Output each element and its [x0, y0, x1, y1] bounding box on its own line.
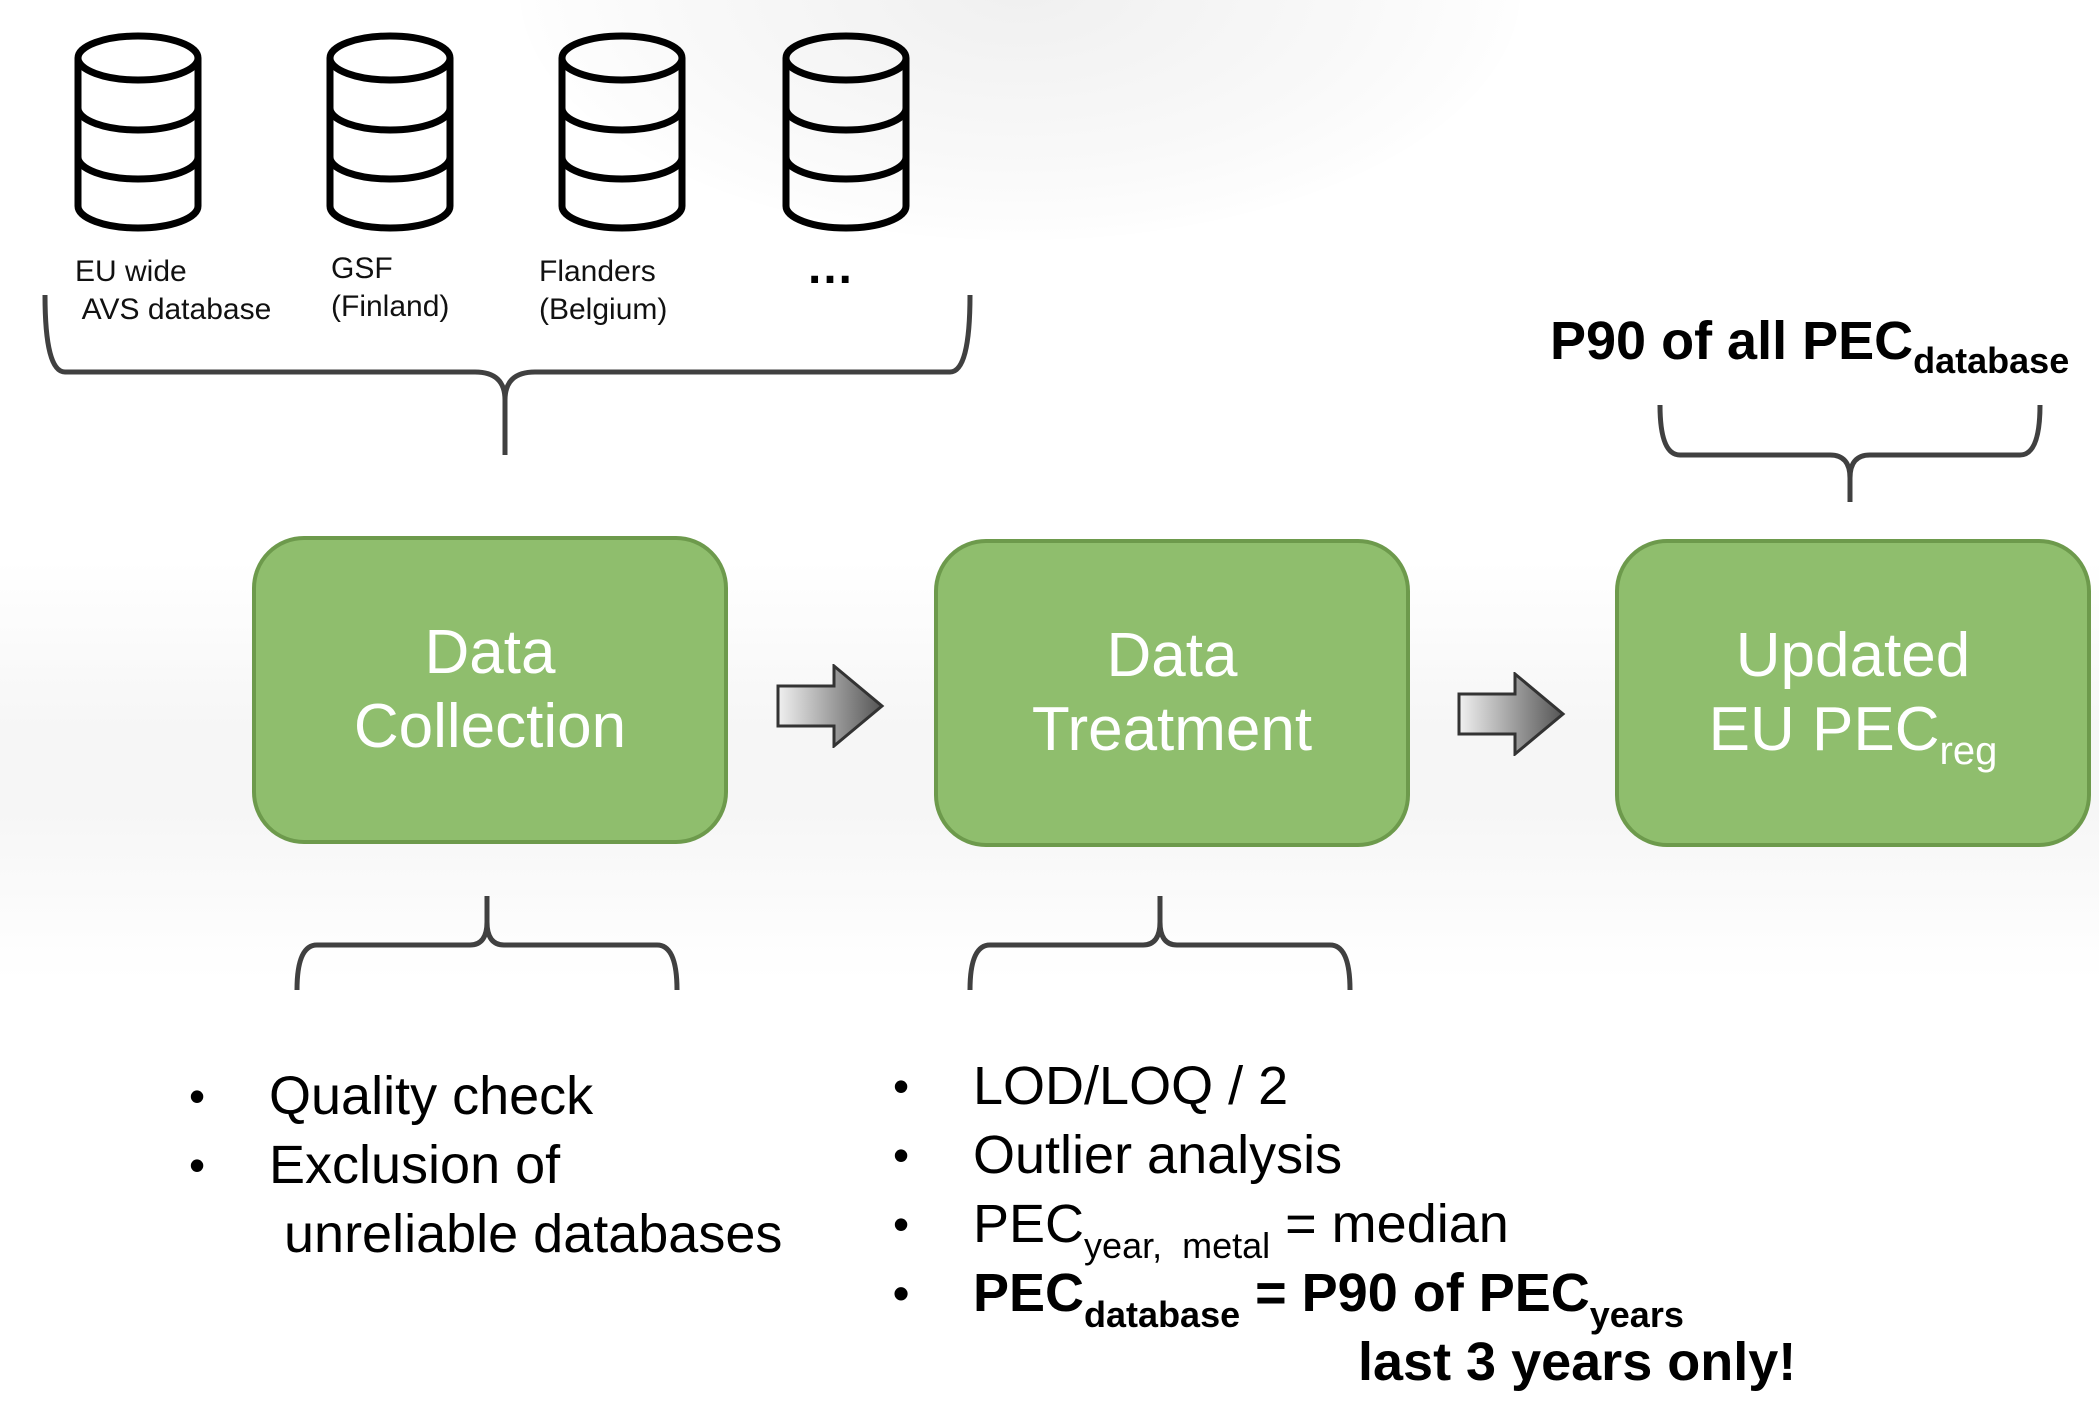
treatment-steps-list: LOD/LOQ / 2 Outlier analysis PECyear, me…: [893, 1052, 1796, 1397]
database-icon: [782, 32, 910, 232]
stage-line2: Collection: [353, 692, 627, 761]
output-bracket: [1657, 404, 2043, 502]
stage-line2: EU PECreg: [1708, 695, 1998, 773]
stage-line1: Updated: [1735, 621, 1971, 690]
arrow-right-icon: [1457, 672, 1566, 756]
list-item: Exclusion of unreliable databases: [189, 1131, 782, 1269]
stage-data-collection: Data Collection: [252, 536, 728, 844]
sources-bracket: [42, 294, 973, 455]
collection-bracket: [294, 896, 680, 991]
stage-line1: Data: [424, 618, 556, 687]
collection-steps-list: Quality check Exclusion of unreliable da…: [189, 1062, 782, 1269]
treatment-bracket: [967, 896, 1353, 991]
list-item: PECyear, metal = median: [893, 1190, 1796, 1264]
database-icon: [74, 32, 202, 232]
database-icon: [326, 32, 454, 232]
stage-line1: Data: [1106, 621, 1238, 690]
arrow-right-icon: [776, 664, 885, 748]
source-label-flanders: Flanders (Belgium): [539, 255, 668, 326]
stage-updated-eu-pec: Updated EU PECreg: [1615, 539, 2091, 847]
output-label: P90 of all PECdatabase: [1550, 311, 2070, 381]
list-item: Quality check: [189, 1062, 782, 1131]
list-item: Outlier analysis: [893, 1121, 1796, 1190]
list-item: LOD/LOQ / 2: [893, 1052, 1796, 1121]
stage-data-treatment: Data Treatment: [934, 539, 1410, 847]
source-label-gsf: GSF (Finland): [331, 252, 450, 323]
stage-line2: Treatment: [1031, 695, 1313, 764]
more-sources-ellipsis: …: [806, 241, 858, 294]
source-label-avs: EU wide AVS database: [75, 255, 272, 326]
database-icon: [558, 32, 686, 232]
